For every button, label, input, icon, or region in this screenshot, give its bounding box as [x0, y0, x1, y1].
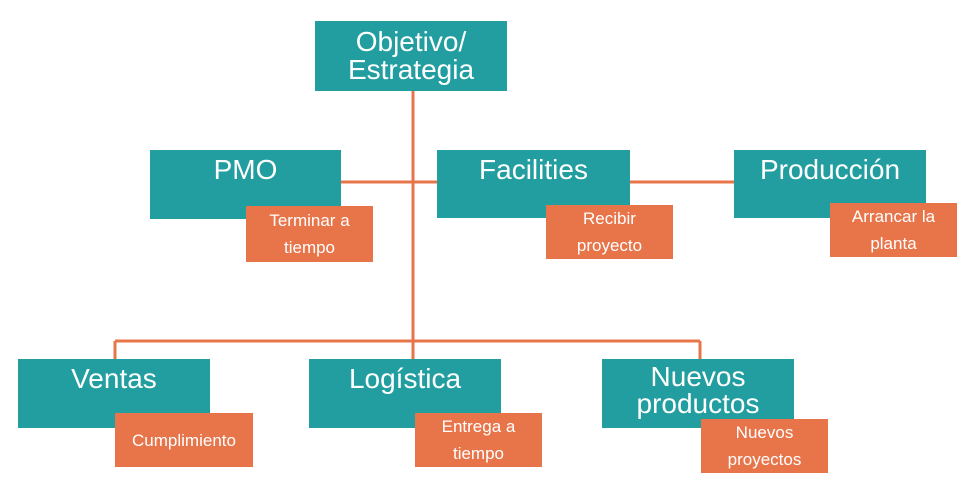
task-label: Arrancar la planta [851, 207, 936, 253]
task-label: Recibir proyecto [576, 209, 643, 255]
task-label: Terminar a tiempo [269, 211, 350, 257]
node-label: Nuevos productos [636, 361, 760, 419]
node-facilities: Facilities [437, 150, 630, 218]
task-ventas: Cumplimiento [115, 413, 253, 467]
task-label: Entrega a tiempo [441, 417, 516, 463]
task-nuevos-productos: Nuevos proyectos [701, 419, 828, 473]
task-label: Nuevos proyectos [727, 423, 802, 469]
task-logistica: Entrega a tiempo [415, 413, 542, 467]
node-label: Facilities [479, 154, 588, 185]
task-pmo: Terminar a tiempo [246, 206, 373, 262]
task-produccion: Arrancar la planta [830, 203, 957, 257]
node-ventas: Ventas [18, 359, 210, 428]
node-label: Logística [348, 363, 462, 394]
node-label: Ventas [71, 363, 157, 394]
node-label: PMO [213, 154, 278, 185]
node-label: Producción [759, 154, 901, 185]
node-label: Objetivo/ Estrategia [347, 26, 475, 85]
node-objetivo-estrategia: Objetivo/ Estrategia [315, 21, 507, 91]
node-nuevos-productos: Nuevos productos [602, 359, 794, 428]
task-facilities: Recibir proyecto [546, 205, 673, 259]
task-label: Cumplimiento [132, 430, 236, 450]
